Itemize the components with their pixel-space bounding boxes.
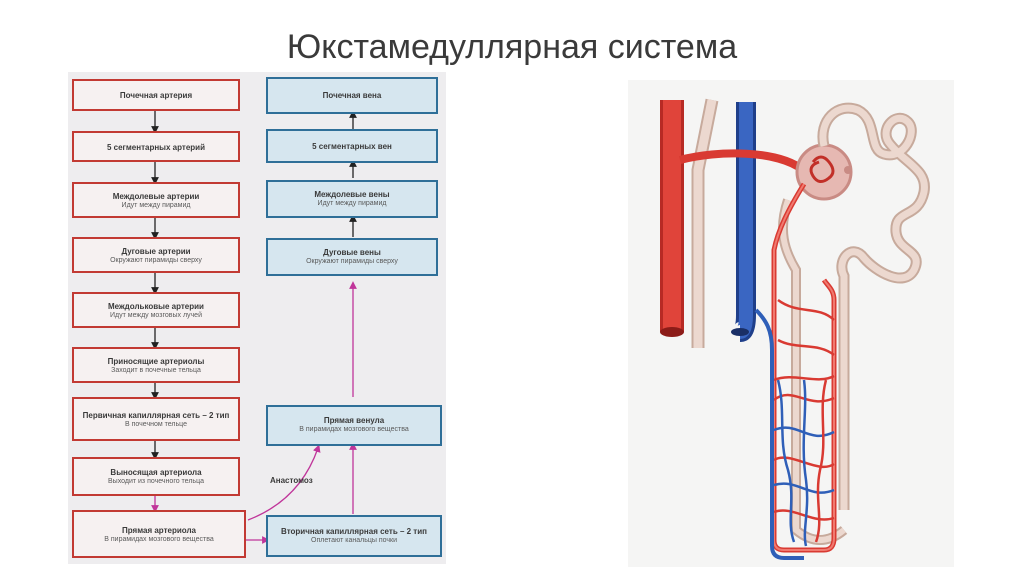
box-arcuate-arteries: Дуговые артерии Окружают пирамиды сверху	[72, 237, 240, 273]
box-interlobar-arteries: Междолевые артерии Идут между пирамид	[72, 182, 240, 218]
slide-title: Юкстамедуллярная система	[286, 28, 738, 66]
box-afferent-arterioles: Приносящие артериолы Заходит в почечные …	[72, 347, 240, 383]
box-arcuate-arteries-subtitle: Окружают пирамиды сверху	[110, 257, 202, 264]
box-arcuate-arteries-title: Дуговые артерии	[121, 247, 191, 256]
box-straight-venule-subtitle: В пирамидах мозгового вещества	[299, 426, 409, 433]
box-interlobular-arteries-subtitle: Идут между мозговых лучей	[110, 312, 202, 319]
glomerulus-shape	[795, 143, 853, 201]
box-segmental-veins-title: 5 сегментарных вен	[312, 142, 392, 151]
box-renal-vein: Почечная вена	[266, 77, 438, 114]
box-interlobar-veins-subtitle: Идут между пирамид	[317, 200, 387, 207]
box-secondary-capillary-network: Вторичная капиллярная сеть – 2 тип Оплет…	[266, 515, 442, 557]
box-renal-artery-title: Почечная артерия	[119, 91, 193, 100]
box-efferent-arteriole-subtitle: Выходит из почечного тельца	[108, 478, 204, 485]
box-interlobar-arteries-title: Междолевые артерии	[112, 192, 200, 201]
box-afferent-arterioles-subtitle: Заходит в почечные тельца	[111, 367, 201, 374]
box-renal-artery: Почечная артерия	[72, 79, 240, 111]
box-primary-capillary-network-subtitle: В почечном тельце	[125, 421, 187, 428]
box-straight-venule-title: Прямая венула	[323, 416, 385, 425]
box-interlobar-veins-title: Междолевые вены	[314, 190, 390, 199]
box-arcuate-veins-subtitle: Окружают пирамиды сверху	[306, 258, 398, 265]
renal-artery-opening	[660, 327, 684, 337]
box-straight-arteriole: Прямая артериола В пирамидах мозгового в…	[72, 510, 246, 558]
box-segmental-arteries-title: 5 сегментарных артерий	[106, 143, 205, 152]
box-segmental-arteries: 5 сегментарных артерий	[72, 131, 240, 162]
box-afferent-arterioles-title: Приносящие артериолы	[107, 357, 205, 366]
box-arcuate-veins-title: Дуговые вены	[323, 248, 381, 257]
anastomosis-label: Анастомоз	[270, 476, 313, 485]
box-straight-arteriole-title: Прямая артериола	[122, 526, 196, 535]
box-interlobular-arteries-title: Междольковые артерии	[108, 302, 204, 311]
box-primary-capillary-network-title: Первичная капиллярная сеть – 2 тип	[82, 411, 230, 420]
box-straight-venule: Прямая венула В пирамидах мозгового веще…	[266, 405, 442, 446]
box-arcuate-veins: Дуговые вены Окружают пирамиды сверху	[266, 238, 438, 276]
box-interlobular-arteries: Междольковые артерии Идут между мозговых…	[72, 292, 240, 328]
box-segmental-veins: 5 сегментарных вен	[266, 129, 438, 163]
vasa-recta-venous-shape	[754, 308, 804, 560]
box-secondary-capillary-network-title: Вторичная капиллярная сеть – 2 тип	[281, 527, 427, 536]
box-straight-arteriole-subtitle: В пирамидах мозгового вещества	[104, 536, 214, 543]
box-interlobar-arteries-subtitle: Идут между пирамид	[121, 202, 191, 209]
box-efferent-arteriole: Выносящая артериола Выходит из почечного…	[72, 457, 240, 496]
box-efferent-arteriole-title: Выносящая артериола	[110, 468, 202, 477]
box-primary-capillary-network: Первичная капиллярная сеть – 2 тип В поч…	[72, 397, 240, 441]
nephron-vasa-recta-icon	[660, 98, 930, 560]
anastomosis-arrow	[247, 444, 321, 521]
box-secondary-capillary-network-subtitle: Оплетают канальцы почки	[311, 537, 397, 544]
capillary-network-shape	[773, 298, 835, 547]
box-interlobar-veins: Междолевые вены Идут между пирамид	[266, 180, 438, 218]
box-renal-vein-title: Почечная вена	[322, 91, 382, 100]
